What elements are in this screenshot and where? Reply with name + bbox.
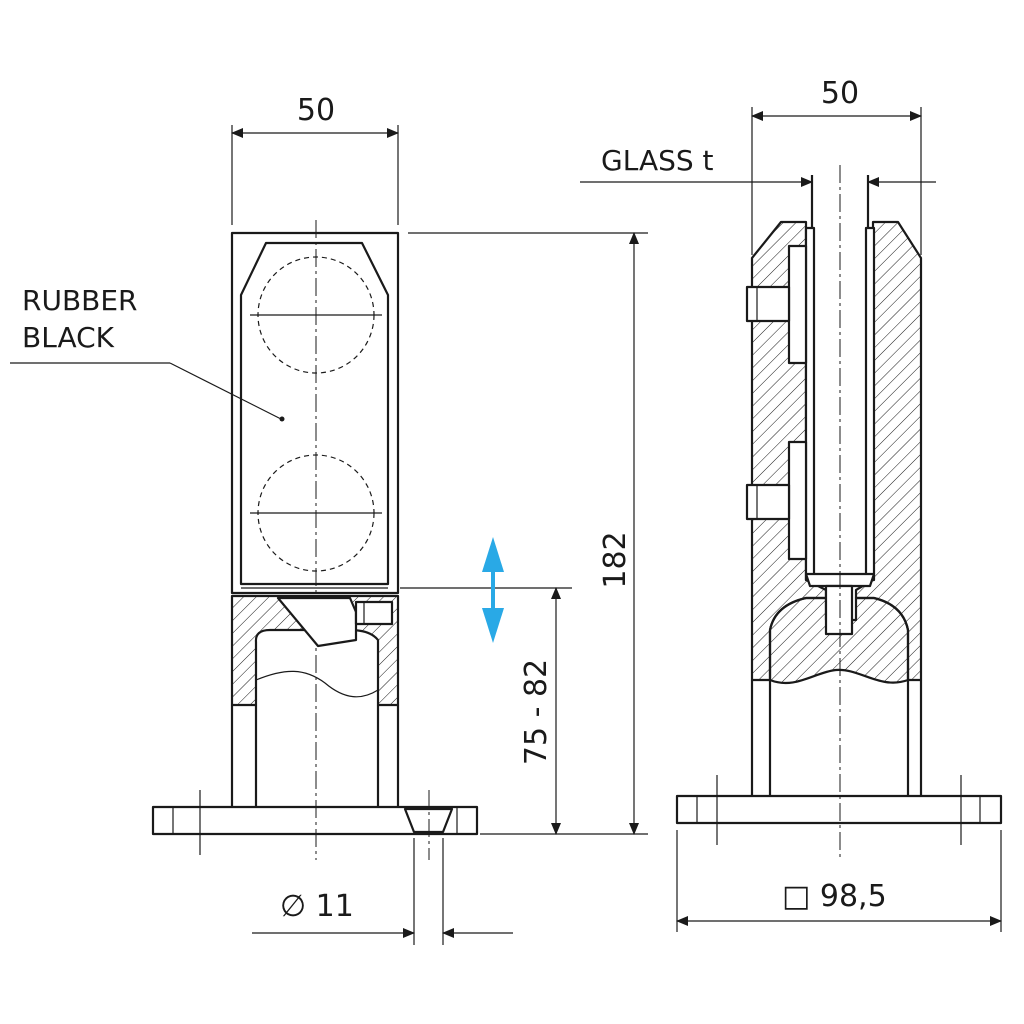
side-set-screw-upper: [745, 285, 791, 323]
pressure-plate-upper: [787, 244, 808, 365]
dimension-height-total: 182: [408, 232, 648, 835]
width-front-label: 50: [297, 93, 335, 128]
dimension-hole-diameter: ∅ 11: [252, 838, 513, 945]
dimension-base-square: □ 98,5: [676, 830, 1002, 932]
front-break-line: [255, 670, 379, 698]
front-post: [230, 705, 400, 807]
double-arrow-vertical-icon: [482, 537, 504, 643]
rubber-insert: [239, 241, 390, 586]
side-bottom-section: [768, 596, 910, 685]
side-set-screw-lower: [745, 483, 791, 521]
glass-thickness-label: GLASS t: [601, 144, 714, 177]
front-set-screw: [354, 600, 394, 626]
front-clamp-body: [230, 231, 400, 595]
rubber-label-line1: RUBBER: [22, 284, 138, 317]
dimension-glass-thickness: GLASS t: [580, 144, 936, 187]
height-range-label: 75 - 82: [519, 659, 554, 765]
side-post: [750, 680, 923, 796]
wedge: [276, 596, 358, 648]
dimension-width-side: 50: [751, 76, 922, 255]
gasket-left: [804, 226, 816, 582]
rubber-callout: RUBBER BLACK: [10, 284, 285, 422]
side-view: [675, 165, 1003, 860]
rubber-label-line2: BLACK: [22, 321, 115, 354]
side-base-plate: [675, 794, 1003, 825]
dimension-height-range: 75 - 82: [400, 587, 572, 835]
dimension-width-front: 50: [231, 93, 399, 225]
width-side-label: 50: [821, 76, 859, 111]
side-bottom-bolt: [824, 584, 854, 636]
pressure-plate-lower: [787, 440, 808, 561]
hole-diameter-label: ∅ 11: [280, 889, 354, 924]
front-base-plate: [151, 805, 479, 836]
front-view: [151, 220, 479, 860]
base-square-label: □ 98,5: [782, 879, 887, 914]
height-total-label: 182: [598, 531, 633, 588]
gasket-right: [864, 226, 876, 582]
